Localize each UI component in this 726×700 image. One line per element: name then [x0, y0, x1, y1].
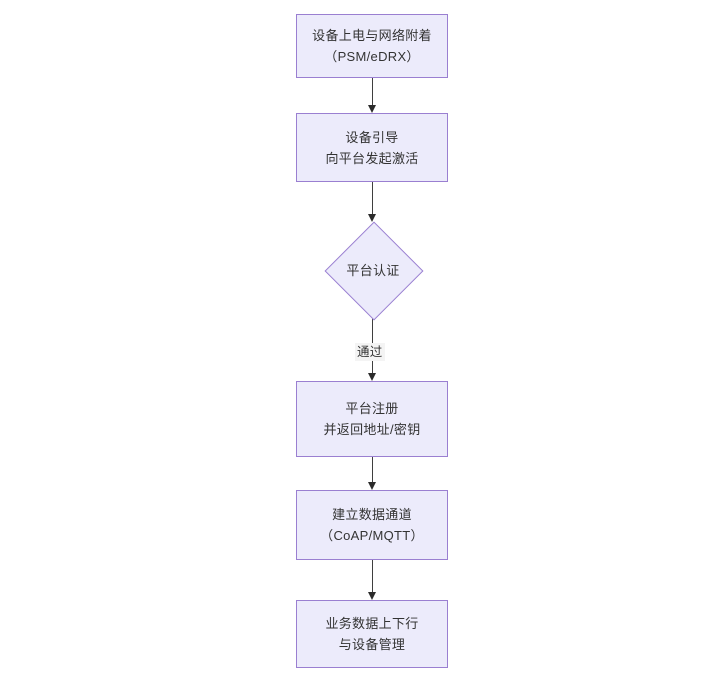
edge-channel-to-business: [372, 560, 373, 592]
arrowhead-icon: [367, 214, 376, 222]
edge-power-on-to-bootstrap: [372, 78, 373, 105]
edge-bootstrap-to-auth: [372, 182, 373, 214]
node-bootstrap-line-2: 向平台发起激活: [325, 150, 419, 166]
node-data-channel[interactable]: 建立数据通道 （CoAP/MQTT）: [296, 490, 448, 560]
node-data-channel-line-1: 建立数据通道: [332, 507, 412, 522]
node-power-on-line-2: （PSM/eDRX）: [324, 49, 420, 64]
arrowhead-icon: [367, 373, 376, 381]
node-power-on[interactable]: 设备上电与网络附着 （PSM/eDRX）: [296, 14, 448, 78]
node-bootstrap-line-1: 设备引导: [345, 129, 399, 145]
edge-register-to-channel: [372, 457, 373, 482]
edge-label-pass: 通过: [355, 343, 385, 361]
arrowhead-icon: [367, 482, 376, 490]
node-data-channel-line-2: （CoAP/MQTT）: [320, 528, 424, 543]
arrowhead-icon: [367, 105, 376, 113]
node-bootstrap[interactable]: 设备引导 向平台发起激活: [296, 113, 448, 182]
node-platform-auth[interactable]: 平台认证: [324, 221, 424, 321]
node-platform-register[interactable]: 平台注册 并返回地址/密钥: [296, 381, 448, 457]
node-platform-auth-label: 平台认证: [346, 262, 400, 278]
node-business-data-line-2: 与设备管理: [338, 637, 406, 652]
node-platform-register-line-1: 平台注册: [345, 401, 399, 416]
node-power-on-line-1: 设备上电与网络附着: [312, 28, 432, 43]
node-platform-register-line-2: 并返回地址/密钥: [323, 422, 421, 437]
node-business-data[interactable]: 业务数据上下行 与设备管理: [296, 600, 448, 668]
arrowhead-icon: [367, 592, 376, 600]
node-business-data-line-1: 业务数据上下行: [325, 616, 419, 631]
